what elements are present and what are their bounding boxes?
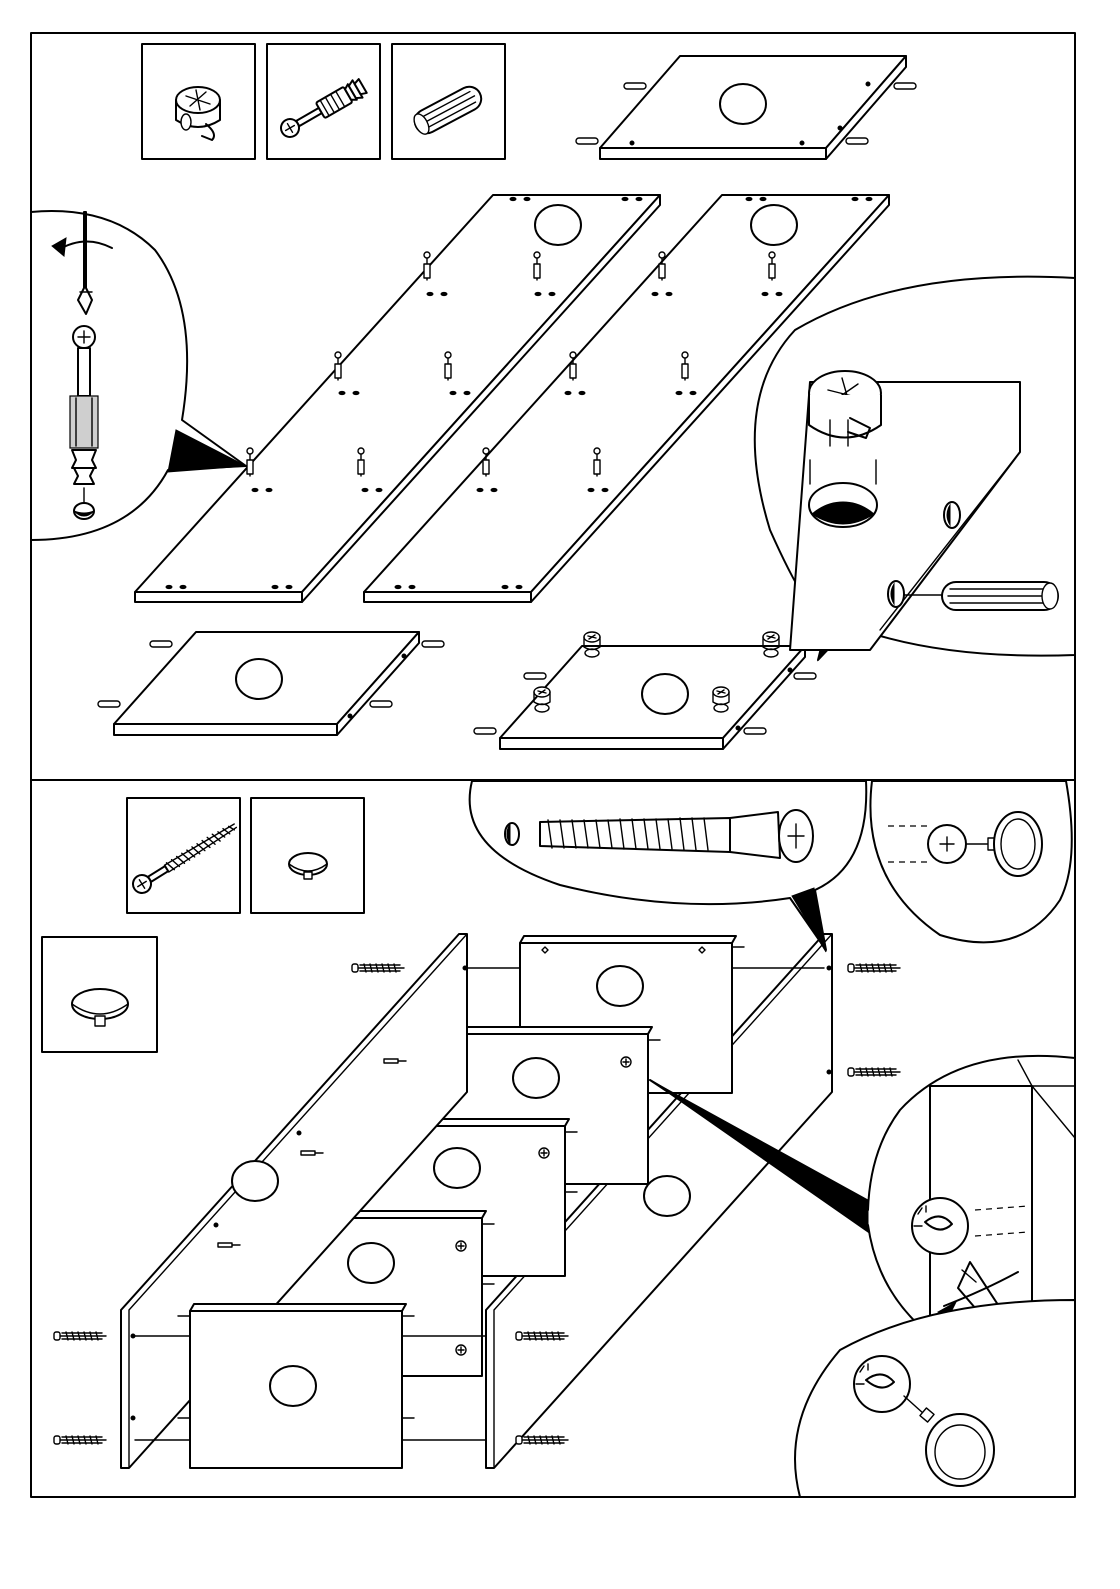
cap-detail [870, 781, 1071, 942]
bolt-insert-detail [31, 211, 246, 540]
screw [352, 964, 404, 972]
cam-lock-icon [142, 44, 255, 159]
cover-cap-large-icon [42, 937, 157, 1052]
screw [516, 1436, 568, 1444]
cam-cap-detail [795, 1300, 1075, 1497]
small-board-top [576, 56, 916, 159]
connector-bolt-icon [267, 44, 380, 159]
screw [54, 1332, 106, 1340]
screw [516, 1332, 568, 1340]
cover-cap-icon [251, 798, 364, 913]
bottom-assembly-step [42, 781, 1075, 1497]
cam-lock-detail [755, 277, 1075, 660]
screw-detail [470, 781, 867, 952]
long-screw-icon [127, 798, 240, 913]
small-board-bottom-left [98, 632, 444, 735]
screw [848, 1068, 900, 1076]
screw [848, 964, 900, 972]
wooden-dowel-icon [392, 44, 505, 159]
shelf-5 [178, 1304, 414, 1468]
small-board-bottom-right [474, 632, 816, 749]
screw [54, 1436, 106, 1444]
top-assembly-step [31, 44, 1075, 749]
